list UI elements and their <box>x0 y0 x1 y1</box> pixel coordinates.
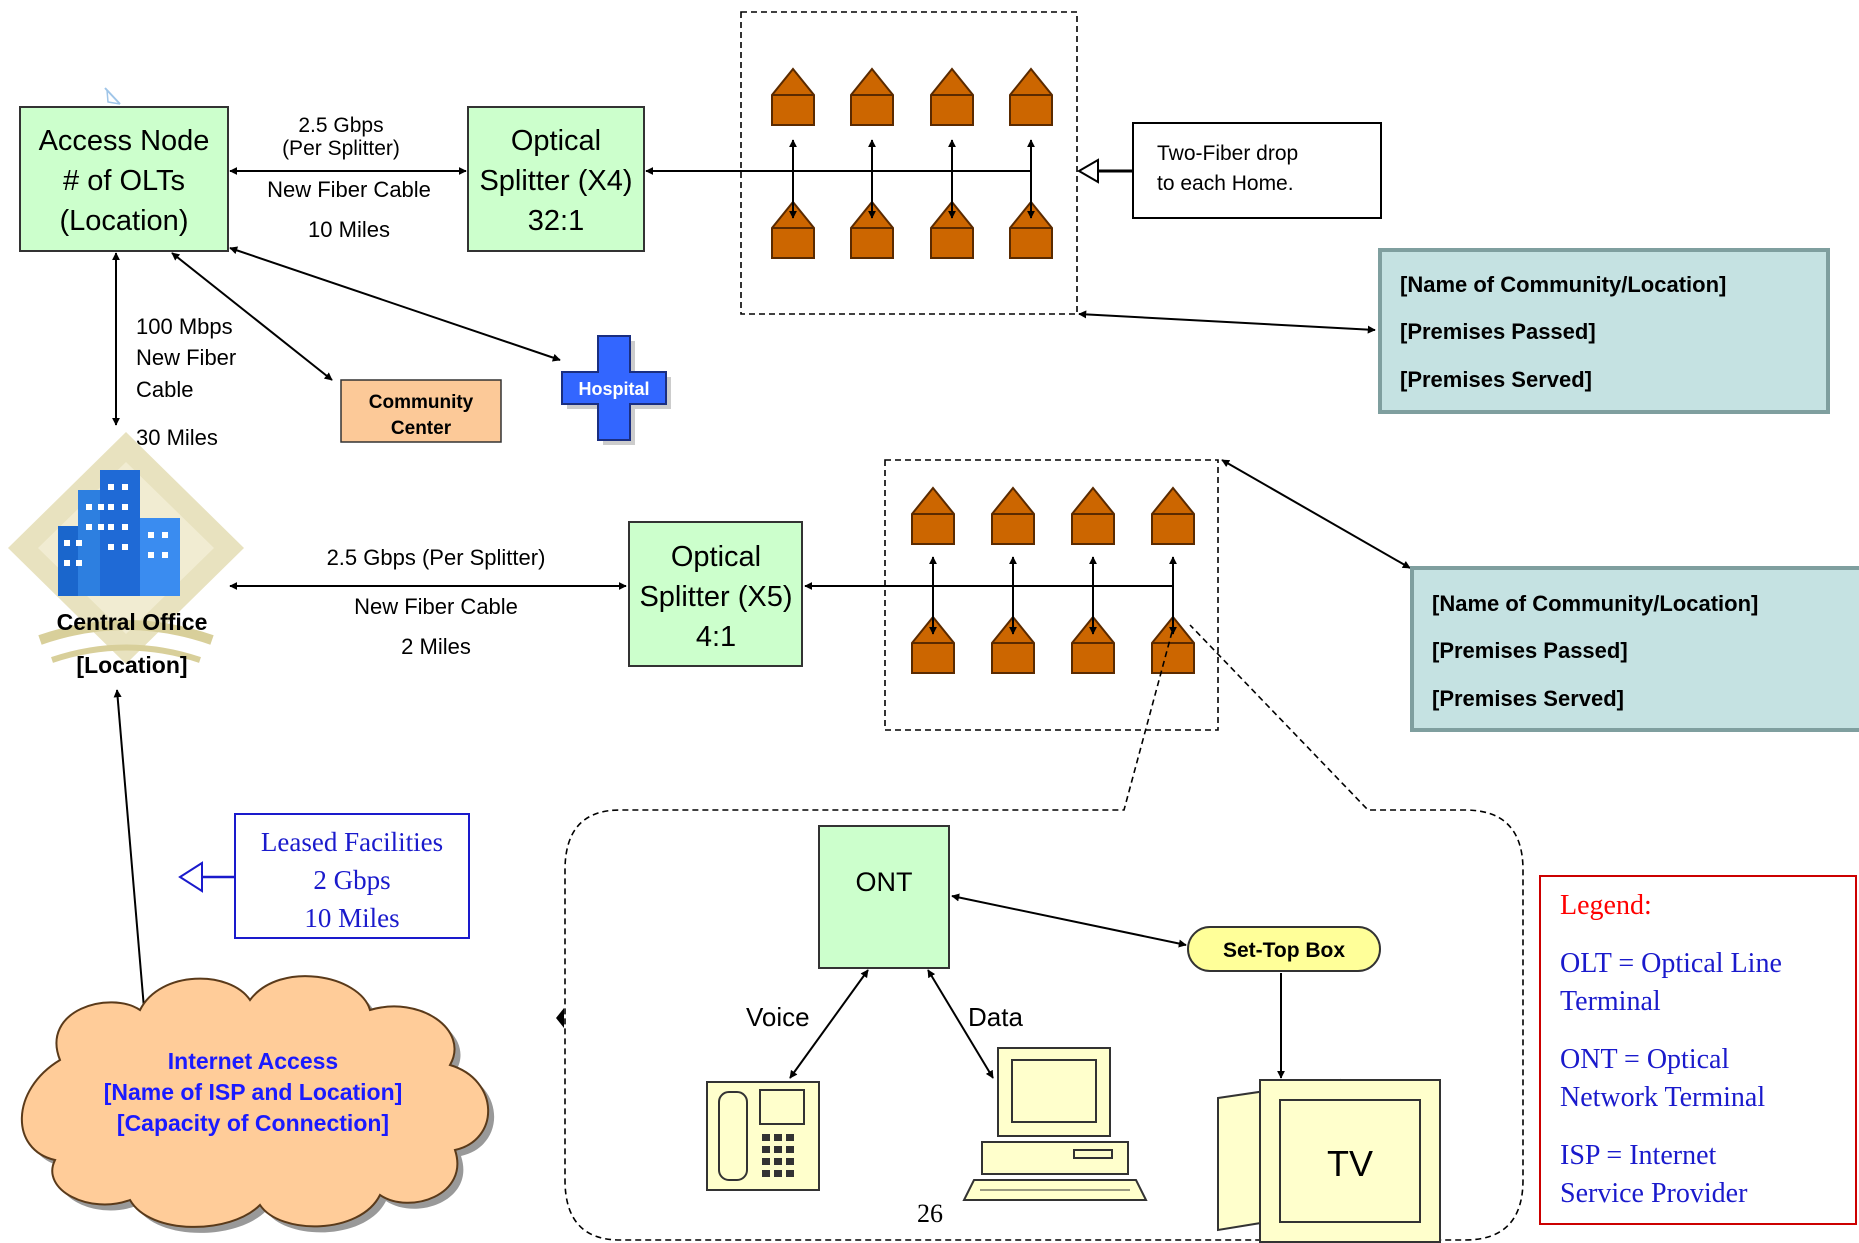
link-distance-top: 10 Miles <box>308 217 390 242</box>
central-office-line2: [Location] <box>76 652 187 678</box>
link-cable-top: New Fiber Cable <box>267 177 431 202</box>
optical-splitter-bottom: Optical Splitter (X5) 4:1 <box>628 521 803 667</box>
internet-line2: [Name of ISP and Location] <box>104 1079 403 1105</box>
link-speed-1: 2.5 Gbps <box>298 114 383 137</box>
community-info-bottom: [Name of Community/Location] [Premises P… <box>1410 566 1859 732</box>
leased-arrowhead <box>178 861 203 893</box>
decorative-mark-2 <box>106 89 121 105</box>
data-label: Data <box>968 1002 1023 1032</box>
community-center-line1: Community <box>369 392 474 413</box>
link-co-cable1: New Fiber <box>136 345 236 370</box>
tv-label: TV <box>1327 1143 1373 1184</box>
leased-line3: 10 Miles <box>304 903 399 933</box>
link-co-splitter-cable: New Fiber Cable <box>354 594 518 619</box>
hospital-label: Hospital <box>578 379 649 399</box>
link-co-cable2: Cable <box>136 377 193 402</box>
legend-title: Legend: <box>1560 890 1652 921</box>
access-node-line2: # of OLTs <box>63 165 185 197</box>
central-office-line1: Central Office <box>57 609 208 635</box>
splitter-top-line3: 32:1 <box>528 205 584 237</box>
ont-label: ONT <box>856 867 913 897</box>
legend-box: Legend: OLT = Optical Line Terminal ONT … <box>1539 875 1857 1225</box>
link-co-splitter-speed: 2.5 Gbps (Per Splitter) <box>327 545 546 570</box>
hospital-icon: Hospital <box>561 335 671 445</box>
computer-icon <box>962 1047 1148 1201</box>
link-homes-info-bottom <box>1221 459 1411 569</box>
link-co-internet <box>113 689 149 1021</box>
legend-isp-2: Service Provider <box>1560 1178 1748 1209</box>
link-speed-2: (Per Splitter) <box>282 137 400 160</box>
link-ont-computer <box>927 969 994 1079</box>
community-bottom-served: [Premises Served] <box>1432 686 1624 711</box>
ont-box: ONT <box>818 825 950 969</box>
community-center: Community Center <box>340 379 502 443</box>
central-office-icon: Central Office [Location] <box>8 432 244 678</box>
legend-ont-2: Network Terminal <box>1560 1082 1765 1113</box>
splitter-top-line2: Splitter (X4) <box>479 165 632 197</box>
community-top-passed: [Premises Passed] <box>1400 319 1596 344</box>
home-group-bottom <box>884 459 1219 731</box>
splitter-bottom-line1: Optical <box>671 541 761 573</box>
splitter-bottom-line3: 4:1 <box>696 621 736 653</box>
community-top-name: [Name of Community/Location] <box>1400 272 1726 297</box>
link-ont-phone <box>789 969 869 1079</box>
splitter-top-line1: Optical <box>511 125 601 157</box>
link-co-speed: 100 Mbps <box>136 314 233 339</box>
tv-icon: TV <box>1217 1078 1441 1243</box>
telephone-icon <box>706 1081 820 1191</box>
internet-cloud: Internet Access [Name of ISP and Locatio… <box>20 975 495 1233</box>
internet-line3: [Capacity of Connection] <box>117 1110 389 1136</box>
drop-note-box: Two-Fiber drop to each Home. <box>1132 122 1382 219</box>
community-bottom-name: [Name of Community/Location] <box>1432 591 1758 616</box>
link-node-hospital <box>229 246 561 362</box>
home-group-top <box>740 11 1078 315</box>
legend-isp-1: ISP = Internet <box>1560 1140 1717 1171</box>
leased-line2: 2 Gbps <box>313 865 390 895</box>
access-node-line1: Access Node <box>39 125 210 157</box>
optical-splitter-top: Optical Splitter (X4) 32:1 <box>467 106 645 252</box>
community-center-line2: Center <box>391 418 452 439</box>
leased-line1: Leased Facilities <box>261 827 443 857</box>
link-homes-info-top <box>1078 310 1376 334</box>
legend-ont-1: ONT = Optical <box>1560 1044 1729 1075</box>
drop-note-line2: to each Home. <box>1157 172 1294 195</box>
voice-label: Voice <box>746 1002 810 1032</box>
set-top-box: Set-Top Box <box>1187 926 1381 972</box>
set-top-box-label: Set-Top Box <box>1223 939 1345 962</box>
link-ont-set-top <box>951 893 1187 948</box>
callout-pointer <box>556 1008 564 1028</box>
access-node-line3: (Location) <box>60 205 189 237</box>
leased-facilities-box: Leased Facilities 2 Gbps 10 Miles <box>234 813 470 939</box>
legend-olt-2: Terminal <box>1560 986 1661 1017</box>
community-top-served: [Premises Served] <box>1400 367 1592 392</box>
community-info-top: [Name of Community/Location] [Premises P… <box>1378 248 1830 414</box>
premises-detail-callout <box>564 624 1524 1241</box>
community-bottom-passed: [Premises Passed] <box>1432 638 1628 663</box>
legend-olt-1: OLT = Optical Line <box>1560 948 1782 979</box>
splitter-bottom-line2: Splitter (X5) <box>639 581 792 613</box>
drop-note-line1: Two-Fiber drop <box>1157 142 1298 165</box>
link-co-distance: 30 Miles <box>136 425 218 450</box>
drop-note-arrowhead <box>1077 158 1099 184</box>
internet-line1: Internet Access <box>168 1048 338 1074</box>
page-number: 26 <box>917 1199 943 1228</box>
link-co-splitter-distance: 2 Miles <box>401 634 471 659</box>
access-node: Access Node # of OLTs (Location) <box>19 106 229 252</box>
